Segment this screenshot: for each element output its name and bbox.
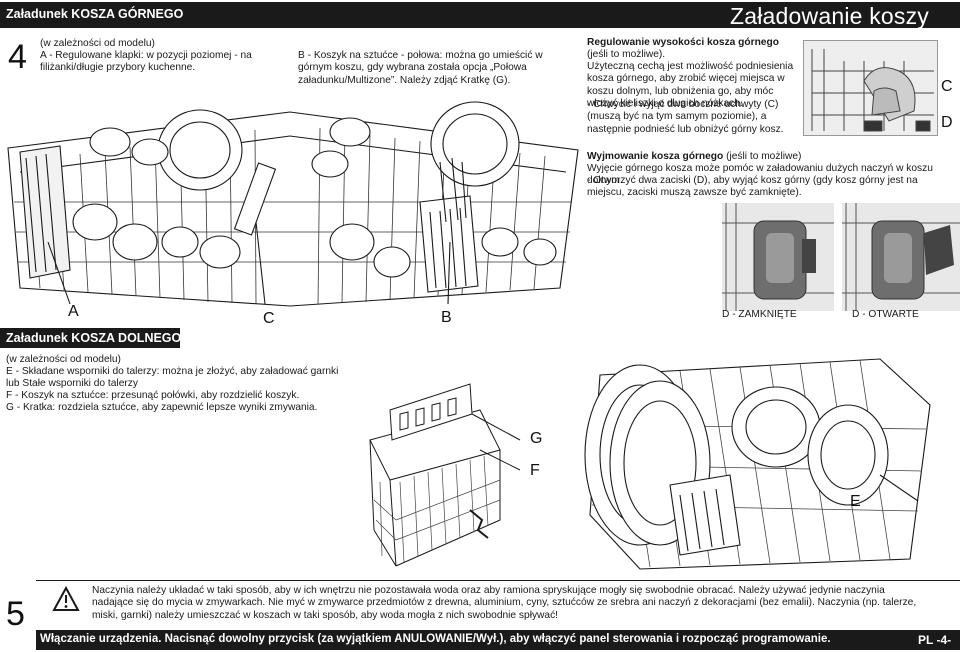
callout-b: B [441, 309, 452, 326]
height-adjust-body: Użyteczną cechą jest możliwość podniesie… [587, 61, 794, 110]
step-4-item-a: A - Regulowane klapki: w pozycji poziome… [40, 50, 252, 74]
clip-closed-label: D - ZAMKNIĘTE [722, 309, 797, 320]
height-adjust-title: Regulowanie wysokości kosza górnego [587, 37, 779, 48]
callout-d-photo: D [941, 114, 953, 131]
removal-line-2: - Otworzyć dwa zaciski (D), aby wyjąć ko… [587, 175, 918, 199]
page-title: Załadowanie koszy [730, 3, 930, 29]
lower-section-title: Załadunek KOSZA DOLNEGO [6, 331, 182, 345]
clip-open-label: D - OTWARTE [852, 309, 919, 320]
clip-open-photo [842, 203, 960, 311]
upper-basket-illustration [0, 92, 585, 310]
warning-text: Naczynia należy układać w taki sposób, a… [92, 585, 917, 621]
removal-line-1: Wyjęcie górnego kosza może pomóc w załad… [587, 163, 933, 187]
step-5-number: 5 [6, 595, 25, 633]
header-bar [0, 2, 960, 28]
lower-intro: (w zależności od modelu) [6, 354, 121, 365]
callout-g: G [530, 430, 543, 447]
step-4-number: 4 [8, 38, 27, 76]
warning-frame [36, 580, 960, 628]
lower-item-e: E - Składane wsporniki do talerzy: można… [6, 366, 339, 390]
cutlery-basket-illustration [360, 370, 530, 570]
height-adjust-subtitle: (jeśli to możliwe). [587, 49, 666, 60]
step-4-intro: (w zależności od modelu) [40, 38, 155, 49]
callout-c-photo: C [941, 78, 953, 95]
warning-triangle-icon [52, 586, 80, 612]
height-adjust-step: - Chwycić i wyjąć dwa boczne uchwyty (C)… [587, 99, 784, 135]
basket-height-photo [803, 40, 938, 136]
removal-title-suffix: (jeśli to możliwe) [726, 151, 802, 162]
removal-title: Wyjmowanie kosza górnego [587, 151, 724, 162]
step-4-item-b: B - Koszyk na sztućce - połowa: można go… [298, 50, 543, 86]
lower-section-bar [0, 328, 180, 348]
step-5-text: Włączanie urządzenia. Nacisnąć dowolny p… [40, 633, 831, 645]
callout-a: A [68, 303, 79, 320]
step-5-bar [36, 630, 960, 650]
callout-c-basket: C [263, 310, 275, 327]
clip-closed-photo [722, 203, 834, 311]
lower-item-f: F - Koszyk na sztućce: przesunąć połówki… [6, 390, 300, 401]
section-title-upper: Załadunek KOSZA GÓRNEGO [6, 7, 184, 21]
removal-title-line: Wyjmowanie kosza górnego (jeśli to możli… [587, 151, 957, 163]
page-reference: PL -4- [918, 633, 952, 647]
callout-e: E [850, 493, 861, 510]
lower-item-g: G - Kratka: rozdziela sztućce, aby zapew… [6, 402, 318, 413]
callout-f: F [530, 462, 540, 479]
lower-basket-illustration [580, 345, 940, 575]
